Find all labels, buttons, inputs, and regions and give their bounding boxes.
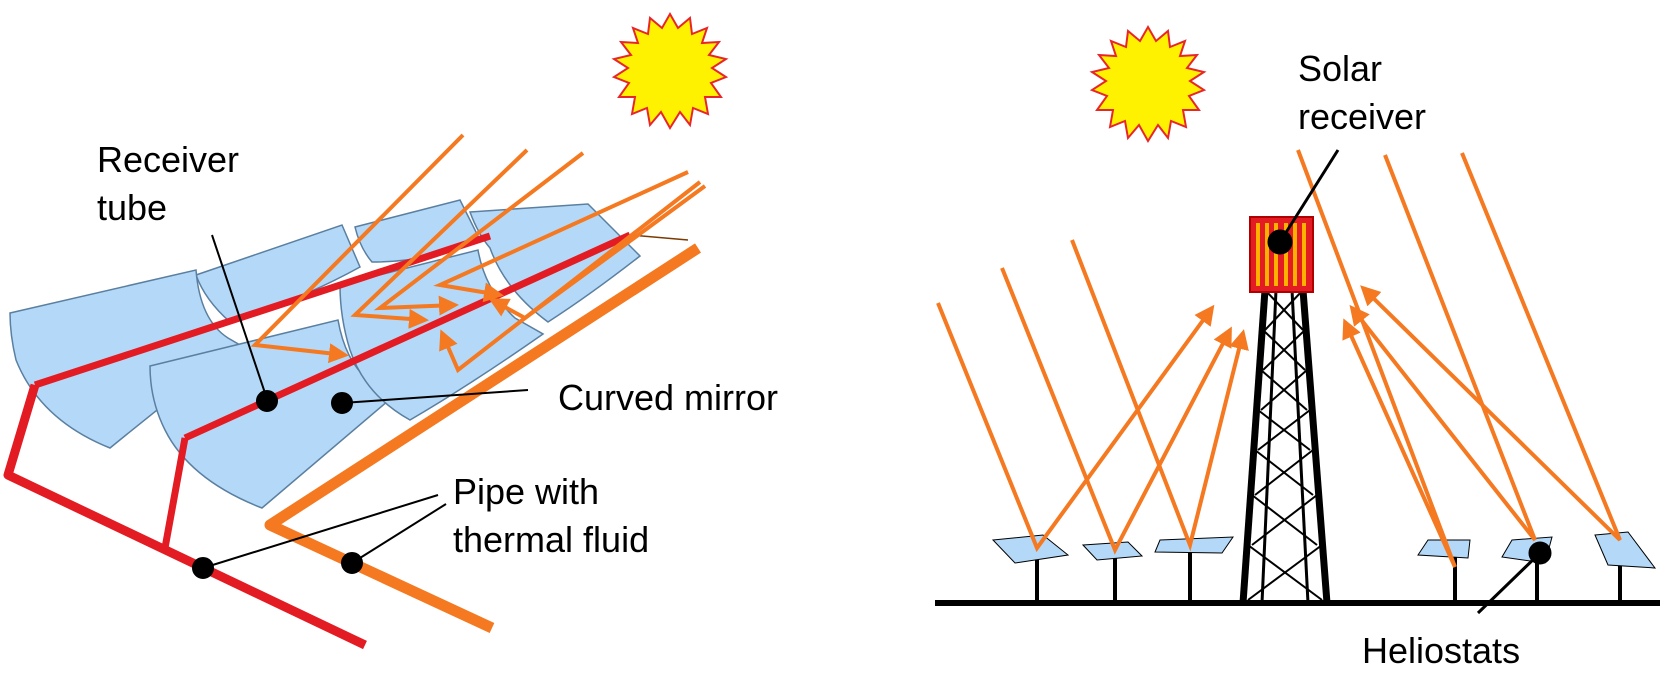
ray-tower bbox=[1349, 154, 1537, 542]
heliostats bbox=[991, 531, 1657, 603]
ray-trough bbox=[488, 184, 707, 321]
receiver-tube-label-line1: Receiver bbox=[97, 139, 239, 180]
heliostat bbox=[1417, 539, 1471, 603]
heliostat bbox=[1594, 531, 1657, 603]
callouts-trough bbox=[192, 234, 529, 579]
red-fluid-pipe-connector bbox=[161, 437, 189, 549]
receiver-tube-pointer bbox=[256, 390, 278, 412]
curved-mirror-pointer bbox=[331, 392, 353, 414]
ray-trough bbox=[433, 170, 689, 303]
heliostat bbox=[1081, 541, 1144, 603]
ray-tower bbox=[1070, 239, 1249, 552]
ray-tower bbox=[1296, 149, 1457, 568]
ray-tower bbox=[1000, 267, 1232, 555]
solar-receiver bbox=[1249, 216, 1314, 293]
ray-trough bbox=[350, 148, 529, 329]
red-pipe-pointer bbox=[192, 557, 214, 579]
heliostat-pointer bbox=[1528, 541, 1552, 565]
heliostats-label: Heliostats bbox=[1362, 630, 1520, 671]
ray-trough bbox=[439, 180, 702, 374]
solar-receiver-label-line2: receiver bbox=[1298, 96, 1426, 137]
sun-rays-trough bbox=[250, 133, 707, 374]
sun-icon bbox=[1091, 26, 1205, 142]
pipe-label-line1: Pipe with bbox=[453, 471, 599, 512]
callouts-tower bbox=[1267, 149, 1552, 615]
pipe-label-line2: thermal fluid bbox=[453, 519, 649, 560]
solar-receiver-pointer bbox=[1267, 229, 1293, 255]
red-fluid-pipe bbox=[3, 383, 367, 650]
receiver-tube-label-line2: tube bbox=[97, 187, 167, 228]
sun-icon bbox=[611, 11, 729, 130]
heliostat bbox=[991, 534, 1070, 603]
parabolic-trough-panel: Receiver tube Curved mirror Pipe with th… bbox=[3, 11, 778, 650]
ray-trough bbox=[250, 133, 465, 364]
ray-tower bbox=[936, 302, 1215, 553]
orange-fluid-pipe bbox=[264, 243, 701, 633]
curved-mirror-label: Curved mirror bbox=[558, 377, 778, 418]
sun-rays-tower bbox=[936, 149, 1622, 568]
ray-trough bbox=[373, 151, 585, 316]
solar-tower-panel: Solar receiver Heliostats bbox=[935, 26, 1660, 671]
heliostat bbox=[1154, 536, 1234, 603]
ray-tower bbox=[1360, 152, 1622, 542]
solar-tower bbox=[1239, 289, 1331, 604]
orange-pipe-pointer bbox=[341, 552, 363, 574]
solar-receiver-label-line1: Solar bbox=[1298, 48, 1382, 89]
